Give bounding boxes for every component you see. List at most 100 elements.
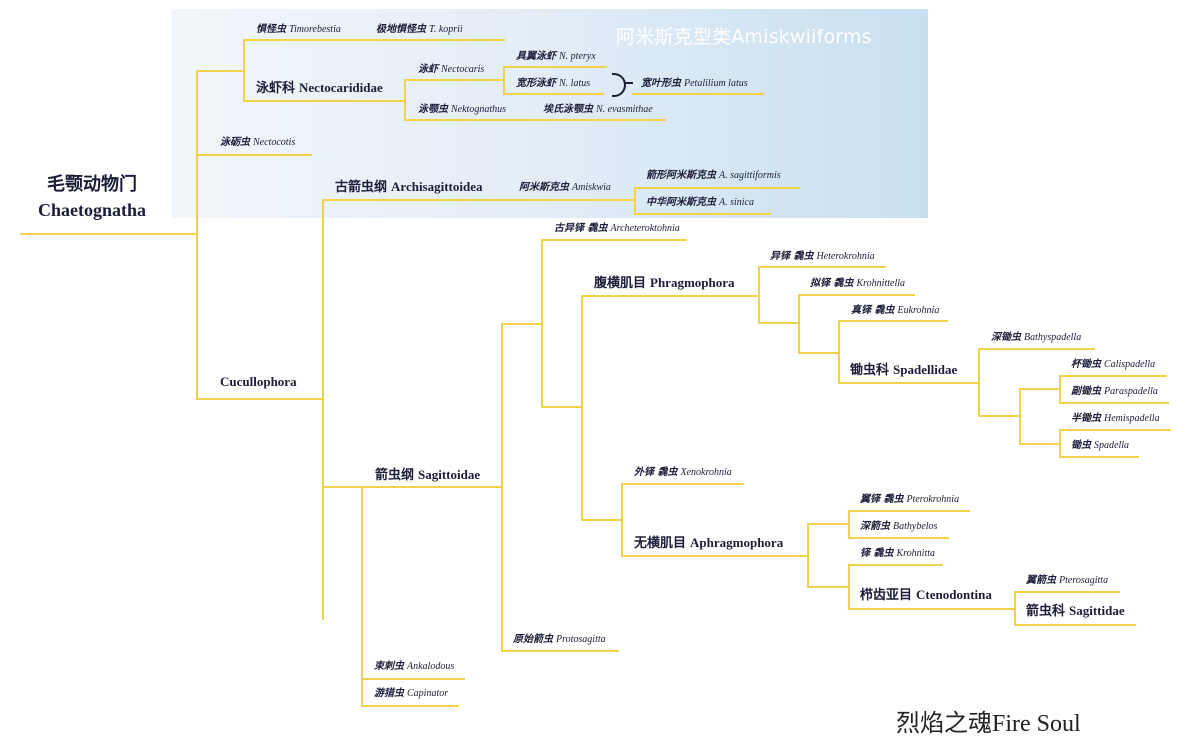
branch-line xyxy=(632,93,764,95)
branch-line xyxy=(243,39,505,41)
branch-line xyxy=(798,352,839,354)
amiskwiiforms-highlight-panel xyxy=(171,9,928,218)
branch-line xyxy=(501,650,619,652)
branch-line xyxy=(581,519,622,521)
branch-line xyxy=(848,510,970,512)
branch-line xyxy=(404,79,406,120)
branch-line xyxy=(196,70,198,399)
branch-line xyxy=(978,348,980,416)
branch-line xyxy=(848,608,1015,610)
branch-line xyxy=(541,239,687,241)
branch-line xyxy=(838,382,979,384)
branch-line xyxy=(1019,443,1060,445)
branch-line xyxy=(322,199,635,201)
branch-line xyxy=(503,66,505,94)
branch-line xyxy=(1014,591,1120,593)
branch-line xyxy=(322,486,502,488)
branch-line xyxy=(196,398,323,400)
branch-line xyxy=(501,323,503,651)
branch-line xyxy=(361,678,465,680)
branch-line xyxy=(798,294,915,296)
branch-line xyxy=(503,93,604,95)
branch-line xyxy=(758,266,760,323)
branch-line xyxy=(798,294,800,353)
branch-line xyxy=(196,154,312,156)
watermark-text: 烈焰之魂Fire Soul xyxy=(896,711,1081,737)
branch-line xyxy=(20,233,197,235)
branch-line xyxy=(1059,429,1171,431)
branch-line xyxy=(1019,388,1060,390)
branch-line xyxy=(581,295,759,297)
branch-line xyxy=(404,79,504,81)
branch-line xyxy=(1059,429,1061,457)
branch-line xyxy=(838,320,840,383)
branch-line xyxy=(621,483,744,485)
amiskwiiforms-panel-title: 阿米斯克型类Amiskwiiforms xyxy=(616,26,872,48)
branch-line xyxy=(621,555,808,557)
branch-line xyxy=(541,239,543,407)
root-label-cn: 毛颚动物门 xyxy=(47,174,137,195)
branch-line xyxy=(322,199,324,620)
branch-line xyxy=(758,266,886,268)
branch-line xyxy=(1059,375,1061,403)
branch-line xyxy=(807,586,849,588)
branch-line xyxy=(243,39,245,101)
branch-line xyxy=(634,187,800,189)
branch-line xyxy=(541,406,582,408)
branch-line xyxy=(838,320,948,322)
branch-line xyxy=(758,322,799,324)
branch-line xyxy=(1059,402,1169,404)
branch-line xyxy=(634,213,771,215)
synonym-bracket-tick xyxy=(625,82,633,84)
branch-line xyxy=(1014,624,1136,626)
branch-line xyxy=(634,187,636,214)
branch-line xyxy=(848,537,949,539)
root-label-latin: Chaetognatha xyxy=(38,200,147,220)
branch-line xyxy=(848,564,850,609)
branch-line xyxy=(1059,375,1167,377)
branch-line xyxy=(848,510,850,538)
branch-line xyxy=(1014,591,1016,625)
branch-line xyxy=(978,348,1095,350)
branch-line xyxy=(848,564,943,566)
branch-line xyxy=(243,100,405,102)
branch-line xyxy=(621,483,623,556)
branch-line xyxy=(361,486,363,706)
node-cucullophora: Cucullophora xyxy=(220,374,297,389)
branch-line xyxy=(978,415,1020,417)
branch-line xyxy=(807,523,809,587)
